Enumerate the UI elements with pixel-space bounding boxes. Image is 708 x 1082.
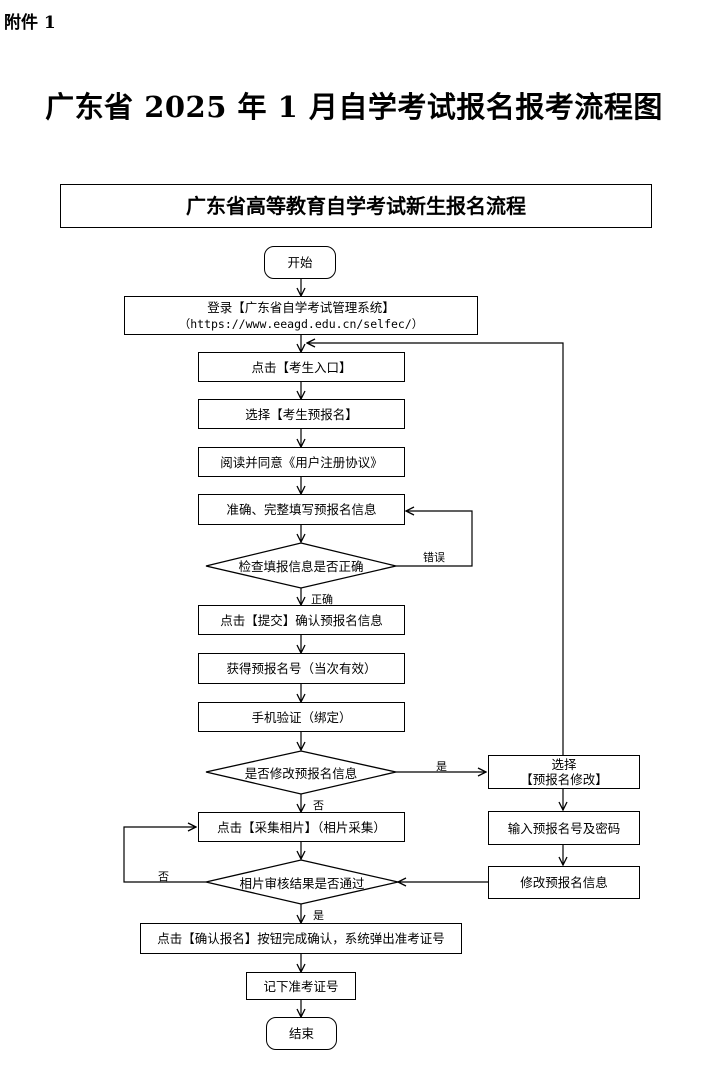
edge-label-wrong: 错误: [423, 551, 445, 564]
end-label: 结束: [288, 1026, 314, 1041]
click-entry-node: 点击【考生入口】: [198, 352, 405, 382]
edge-return-top: [307, 343, 564, 755]
edge-label-yes-photo: 是: [313, 909, 324, 922]
login-url: （https://www.eeagd.edu.cn/selfec/）: [178, 316, 424, 331]
login-label: 登录【广东省自学考试管理系统】: [207, 299, 395, 315]
submit-node: 点击【提交】确认预报名信息: [198, 605, 405, 635]
phone-verify-label: 手机验证（绑定）: [251, 709, 352, 725]
start-node: 开始: [264, 246, 336, 279]
phone-verify-node: 手机验证（绑定）: [198, 702, 405, 732]
modify-question-label: 是否修改预报名信息: [244, 766, 358, 781]
record-node: 记下准考证号: [246, 972, 356, 1000]
page-title: 广东省 2025 年 1 月自学考试报名报考流程图: [45, 90, 663, 124]
photo-collect-label: 点击【采集相片】（相片采集）: [217, 819, 386, 835]
attachment-label: 附件 1: [4, 13, 56, 33]
fill-info-label: 准确、完整填写预报名信息: [226, 502, 377, 517]
confirm-node: 点击【确认报名】按钮完成确认，系统弹出准考证号: [140, 923, 462, 954]
end-node: 结束: [266, 1017, 337, 1050]
modify-info-node: 修改预报名信息: [488, 866, 640, 899]
edge-check-wrong-loop: [396, 511, 473, 567]
select-modify-line2: 【预报名修改】: [520, 772, 608, 787]
fill-info-node: 准确、完整填写预报名信息: [198, 494, 405, 525]
input-number-label: 输入预报名号及密码: [507, 820, 621, 836]
photo-collect-node: 点击【采集相片】（相片采集）: [198, 812, 405, 842]
login-node: 登录【广东省自学考试管理系统】 （https://www.eeagd.edu.c…: [124, 296, 478, 335]
photo-review-diamond: [205, 859, 399, 905]
modify-info-label: 修改预报名信息: [520, 875, 608, 890]
read-agree-label: 阅读并同意《用户注册协议》: [220, 454, 383, 470]
confirm-label: 点击【确认报名】按钮完成确认，系统弹出准考证号: [157, 931, 445, 946]
edge-label-no-photo: 否: [158, 870, 169, 883]
check-info-text: 检查填报信息是否正确: [206, 543, 396, 588]
photo-review-text: 相片审核结果是否通过: [206, 860, 398, 904]
edge-review-no-loop: [123, 827, 206, 883]
flow-header-text: 广东省高等教育自学考试新生报名流程: [186, 193, 526, 218]
submit-label: 点击【提交】确认预报名信息: [220, 612, 383, 628]
click-entry-label: 点击【考生入口】: [251, 359, 352, 375]
edge-label-no-modify: 否: [313, 799, 324, 812]
start-label: 开始: [287, 255, 313, 270]
modify-question-diamond: [205, 750, 397, 795]
select-prereg-node: 选择【考生预报名】: [198, 399, 405, 429]
flow-header-box: 广东省高等教育自学考试新生报名流程: [60, 184, 652, 228]
get-number-label: 获得预报名号（当次有效）: [226, 661, 377, 676]
read-agree-node: 阅读并同意《用户注册协议》: [198, 447, 405, 477]
check-info-diamond: [205, 542, 397, 589]
get-number-node: 获得预报名号（当次有效）: [198, 653, 405, 684]
edge-label-correct: 正确: [311, 593, 333, 606]
record-label: 记下准考证号: [263, 978, 339, 994]
photo-review-label: 相片审核结果是否通过: [239, 875, 365, 891]
select-modify-node: 选择 【预报名修改】: [488, 755, 640, 789]
select-prereg-label: 选择【考生预报名】: [245, 406, 358, 422]
modify-question-text: 是否修改预报名信息: [206, 751, 396, 794]
input-number-node: 输入预报名号及密码: [488, 811, 640, 845]
edge-label-yes-modify: 是: [436, 760, 447, 773]
select-modify-line1: 选择: [551, 757, 577, 772]
check-info-label: 检查填报信息是否正确: [238, 559, 364, 574]
